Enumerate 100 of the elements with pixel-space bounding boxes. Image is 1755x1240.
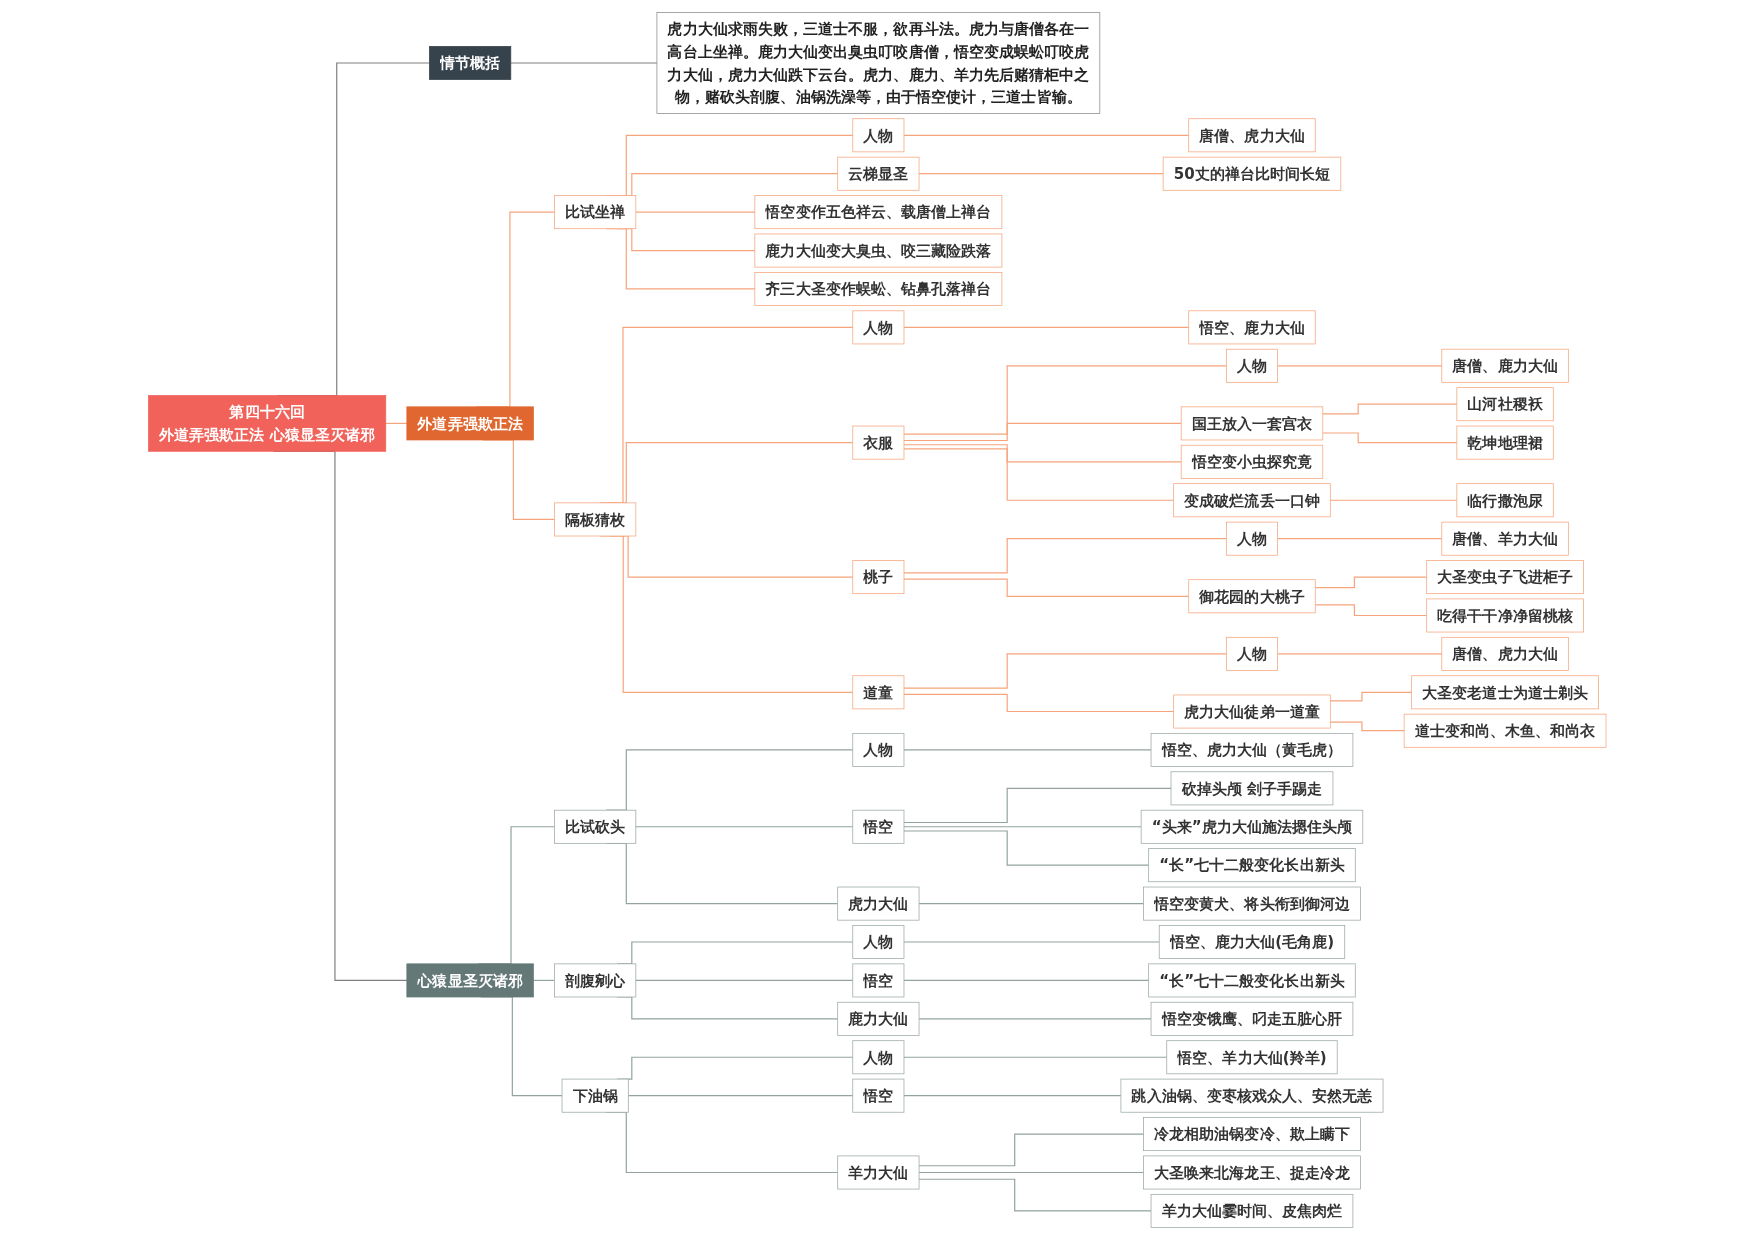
connector bbox=[635, 211, 756, 213]
node-box: 大圣变老道士为道士剃头 bbox=[1411, 675, 1600, 710]
connector bbox=[918, 1178, 1152, 1212]
connector bbox=[918, 173, 1164, 175]
node-box: 砍掉头颅 刽子手踢走 bbox=[1170, 771, 1334, 806]
node-box: 道童 bbox=[852, 675, 905, 710]
node-box: 悟空、虎力大仙（黄毛虎） bbox=[1150, 733, 1354, 767]
connector bbox=[903, 1056, 1168, 1058]
connector bbox=[903, 1095, 1122, 1097]
node-box: 悟空变小虫探究竟 bbox=[1181, 444, 1324, 479]
connector bbox=[903, 422, 1182, 442]
connector bbox=[903, 538, 1228, 574]
node-box: 山河社稷袄 bbox=[1456, 387, 1554, 422]
node-box: 悟空、羊力大仙(羚羊) bbox=[1166, 1040, 1338, 1075]
connector bbox=[903, 830, 1150, 866]
node-box: 人物 bbox=[852, 310, 905, 345]
connector bbox=[903, 448, 1175, 501]
node-box: 羊力大仙霎时间、皮焦肉烂 bbox=[1150, 1193, 1354, 1228]
node-box: 第四十六回 外道弄强欺正法 心猿显圣灭诸邪 bbox=[148, 395, 387, 452]
connector bbox=[1277, 365, 1443, 367]
node-box: 人物 bbox=[852, 1040, 905, 1075]
node-box: 临行撒泡尿 bbox=[1456, 483, 1554, 518]
node-box: 虎力大仙徒弟一道童 bbox=[1173, 694, 1331, 729]
node-box: 国王放入一套宫衣 bbox=[1181, 406, 1324, 441]
node-box: 唐僧、虎力大仙 bbox=[1188, 118, 1316, 153]
node-box: 冷龙相助油锅变冷、欺上瞒下 bbox=[1143, 1117, 1362, 1152]
node-box: 人物 bbox=[852, 733, 905, 767]
node-box: 变成破烂流丢一口钟 bbox=[1173, 483, 1331, 518]
connector bbox=[1322, 403, 1458, 415]
connector bbox=[903, 444, 1182, 463]
node-box: 人物 bbox=[1226, 636, 1279, 671]
node-box: 衣服 bbox=[852, 425, 905, 460]
connector bbox=[533, 979, 556, 982]
node-box: 悟空、鹿力大仙 bbox=[1188, 310, 1316, 345]
node-box: 悟空 bbox=[852, 963, 905, 998]
connector bbox=[1329, 499, 1458, 501]
node-box: 唐僧、虎力大仙 bbox=[1441, 636, 1569, 671]
node-box: 唐僧、羊力大仙 bbox=[1441, 521, 1569, 556]
connector bbox=[627, 1095, 854, 1097]
node-box: 羊力大仙 bbox=[837, 1155, 920, 1190]
connector bbox=[903, 941, 1161, 943]
connector bbox=[385, 422, 408, 424]
connector bbox=[903, 826, 1142, 828]
node-box: 鹿力大仙 bbox=[837, 1001, 920, 1036]
node-box: 悟空 bbox=[852, 809, 905, 844]
node-box: 人物 bbox=[1226, 521, 1279, 556]
node-box: 悟空变黄犬、将头衔到御河边 bbox=[1143, 886, 1362, 921]
connector bbox=[635, 979, 854, 982]
node-box: 隔板猜枚 bbox=[554, 502, 637, 537]
connector bbox=[903, 134, 1190, 136]
connector bbox=[903, 653, 1228, 689]
node-box: 桃子 bbox=[852, 560, 905, 594]
connector bbox=[1277, 538, 1443, 540]
node-box: “长”七十二般变化长出新头 bbox=[1148, 848, 1356, 883]
connector bbox=[903, 693, 1175, 713]
node-box: 唐僧、鹿力大仙 bbox=[1441, 348, 1569, 383]
node-box: 比试砍头 bbox=[554, 809, 637, 844]
node-box: 虎力大仙 bbox=[837, 886, 920, 921]
connector bbox=[903, 979, 1150, 982]
node-box: 情节概括 bbox=[429, 46, 512, 80]
connector bbox=[918, 1171, 1145, 1174]
connector bbox=[635, 826, 854, 828]
node-box: 鹿力大仙变大臭虫、咬三藏险跌落 bbox=[754, 233, 1003, 268]
node-box: 乾坤地理裙 bbox=[1456, 425, 1554, 460]
node-box: 50丈的禅台比时间长短 bbox=[1163, 156, 1342, 191]
node-box: 道士变和尚、木鱼、和尚衣 bbox=[1404, 713, 1607, 748]
node-box: 剖腹剜心 bbox=[554, 963, 637, 998]
connector bbox=[1277, 653, 1443, 655]
node-box: 悟空 bbox=[852, 1078, 905, 1113]
node-box: 虎力大仙求雨失败，三道士不服，欲再斗法。虎力与唐僧各在一高台上坐禅。鹿力大仙变出臭虫叮咬唐僧，悟空变成蜈蚣叮咬虎力大仙，虎力大仙跌下云台。虎力、鹿力、羊力先后赌猜柜中之物，赌砍头剖腹、油锅洗澡等，由于悟空使计，三道士皆输。 bbox=[656, 12, 1101, 114]
node-box: 大圣变虫子飞进柜子 bbox=[1426, 560, 1584, 594]
node-box: 跳入油锅、变枣核戏众人、安然无恙 bbox=[1120, 1078, 1384, 1113]
node-box: 比试坐禅 bbox=[554, 195, 637, 230]
node-box: 悟空、鹿力大仙(毛角鹿) bbox=[1159, 925, 1346, 959]
node-box: 心猿显圣灭诸邪 bbox=[406, 963, 534, 998]
node-box: 御花园的大桃子 bbox=[1188, 579, 1316, 614]
node-box: 人物 bbox=[1226, 348, 1279, 383]
connector bbox=[510, 62, 658, 64]
node-box: 人物 bbox=[852, 118, 905, 153]
connector bbox=[1314, 576, 1428, 589]
connector bbox=[918, 1018, 1152, 1020]
connector bbox=[1329, 691, 1413, 702]
node-box: 吃得干干净净留桃核 bbox=[1426, 598, 1584, 633]
connector bbox=[918, 1133, 1145, 1167]
connector bbox=[903, 578, 1190, 597]
node-box: 悟空变饿鹰、叼走五脏心肝 bbox=[1150, 1001, 1354, 1036]
connector bbox=[918, 903, 1145, 905]
connector bbox=[1314, 604, 1428, 617]
connector bbox=[903, 749, 1152, 751]
connector bbox=[1329, 721, 1405, 732]
node-box: 齐三大圣变作蜈蚣、钻鼻孔落禅台 bbox=[754, 272, 1003, 306]
node-box: 外道弄强欺正法 bbox=[406, 406, 534, 441]
node-box: 人物 bbox=[852, 925, 905, 959]
node-box: 悟空变作五色祥云、载唐僧上禅台 bbox=[754, 195, 1003, 230]
node-box: 下油锅 bbox=[561, 1078, 629, 1113]
connector bbox=[903, 787, 1172, 824]
connector bbox=[1322, 432, 1458, 444]
node-box: 大圣唤来北海龙王、捉走冷龙 bbox=[1143, 1155, 1362, 1190]
connector bbox=[903, 326, 1190, 328]
node-box: “长”七十二般变化长出新头 bbox=[1148, 963, 1356, 998]
